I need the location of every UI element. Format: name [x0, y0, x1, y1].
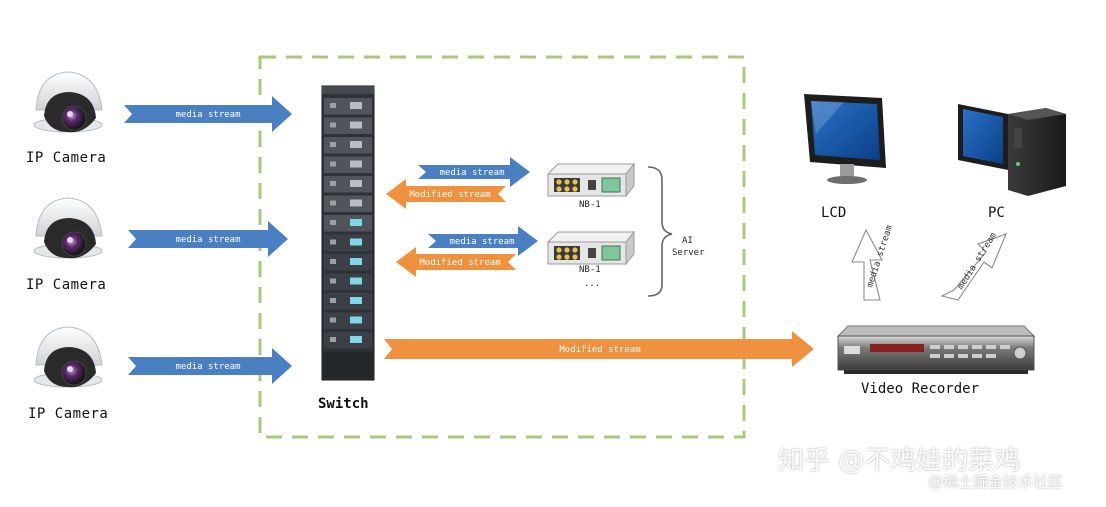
switch-bay: [324, 234, 372, 251]
switch-bay: [324, 176, 372, 193]
ai-node-2-in-label: media stream: [449, 237, 514, 247]
ip-camera-1-icon: [33, 71, 103, 133]
main-output-label: Modified stream: [559, 345, 640, 355]
switch-bay: [324, 117, 372, 134]
switch-bay: [324, 195, 372, 212]
ai-more-ellipsis: ...: [584, 279, 601, 289]
camera-3-arrow-label: media stream: [175, 362, 240, 372]
switch-label: Switch: [318, 396, 369, 412]
ai-node-2-icon: [546, 230, 636, 266]
ai-node-1-in-arrow: media stream: [418, 157, 530, 187]
ai-node-1-label: NB-1: [579, 200, 601, 210]
pc-icon: [958, 104, 1066, 196]
ip-camera-3-label: IP Camera: [28, 406, 109, 422]
ai-node-1-icon: [546, 162, 636, 198]
camera-1-stream-arrow: media stream: [124, 96, 292, 132]
ai-node-2-label: NB-1: [579, 265, 601, 275]
switch-bay: [324, 312, 372, 329]
ai-node-1-out-label: Modified stream: [409, 190, 490, 200]
video-recorder-icon: [836, 325, 1036, 374]
switch-bay: [324, 332, 372, 349]
ai-node-2-out-label: Modified stream: [419, 258, 500, 268]
ai-server-label-line1: AI: [682, 236, 693, 246]
camera-2-stream-arrow: media stream: [128, 221, 288, 257]
switch-bay: [324, 273, 372, 290]
main-output-arrow: Modified stream: [384, 331, 814, 367]
ai-node-1-out-arrow: Modified stream: [386, 179, 506, 209]
lcd-stream-arrow: media stream: [851, 224, 895, 301]
switch-bay: [324, 254, 372, 271]
pc-label: PC: [988, 205, 1005, 221]
ai-server-brace: [647, 166, 673, 297]
ai-node-2-out-arrow: Modified stream: [396, 247, 516, 277]
ai-server-label-line2: Server: [672, 248, 705, 258]
camera-2-arrow-label: media stream: [175, 235, 240, 245]
switch-bay: [324, 156, 372, 173]
lcd-label: LCD: [821, 205, 847, 221]
camera-3-stream-arrow: media stream: [128, 348, 292, 384]
switch-bay: [324, 137, 372, 154]
ip-camera-2-label: IP Camera: [26, 277, 107, 293]
switch-bay: [324, 293, 372, 310]
ip-camera-2-icon: [33, 197, 103, 259]
lcd-monitor-icon: [804, 94, 886, 184]
switch-icon: [321, 85, 375, 381]
ip-camera-1-label: IP Camera: [26, 150, 107, 166]
video-recorder-label: Video Recorder: [861, 381, 980, 397]
ai-node-2-in-arrow: media stream: [428, 226, 538, 256]
pc-stream-arrow: media stream: [940, 231, 1007, 301]
switch-bay: [324, 98, 372, 115]
ai-node-1-in-label: media stream: [439, 168, 504, 178]
camera-1-arrow-label: media stream: [175, 110, 240, 120]
watermark-zhihu: 知乎 @不鸡娃的菜鸡: [778, 446, 1021, 476]
ip-camera-3-icon: [33, 326, 103, 388]
switch-bay: [324, 215, 372, 232]
watermark-juejin: @稀土掘金技术社区: [928, 473, 1064, 491]
